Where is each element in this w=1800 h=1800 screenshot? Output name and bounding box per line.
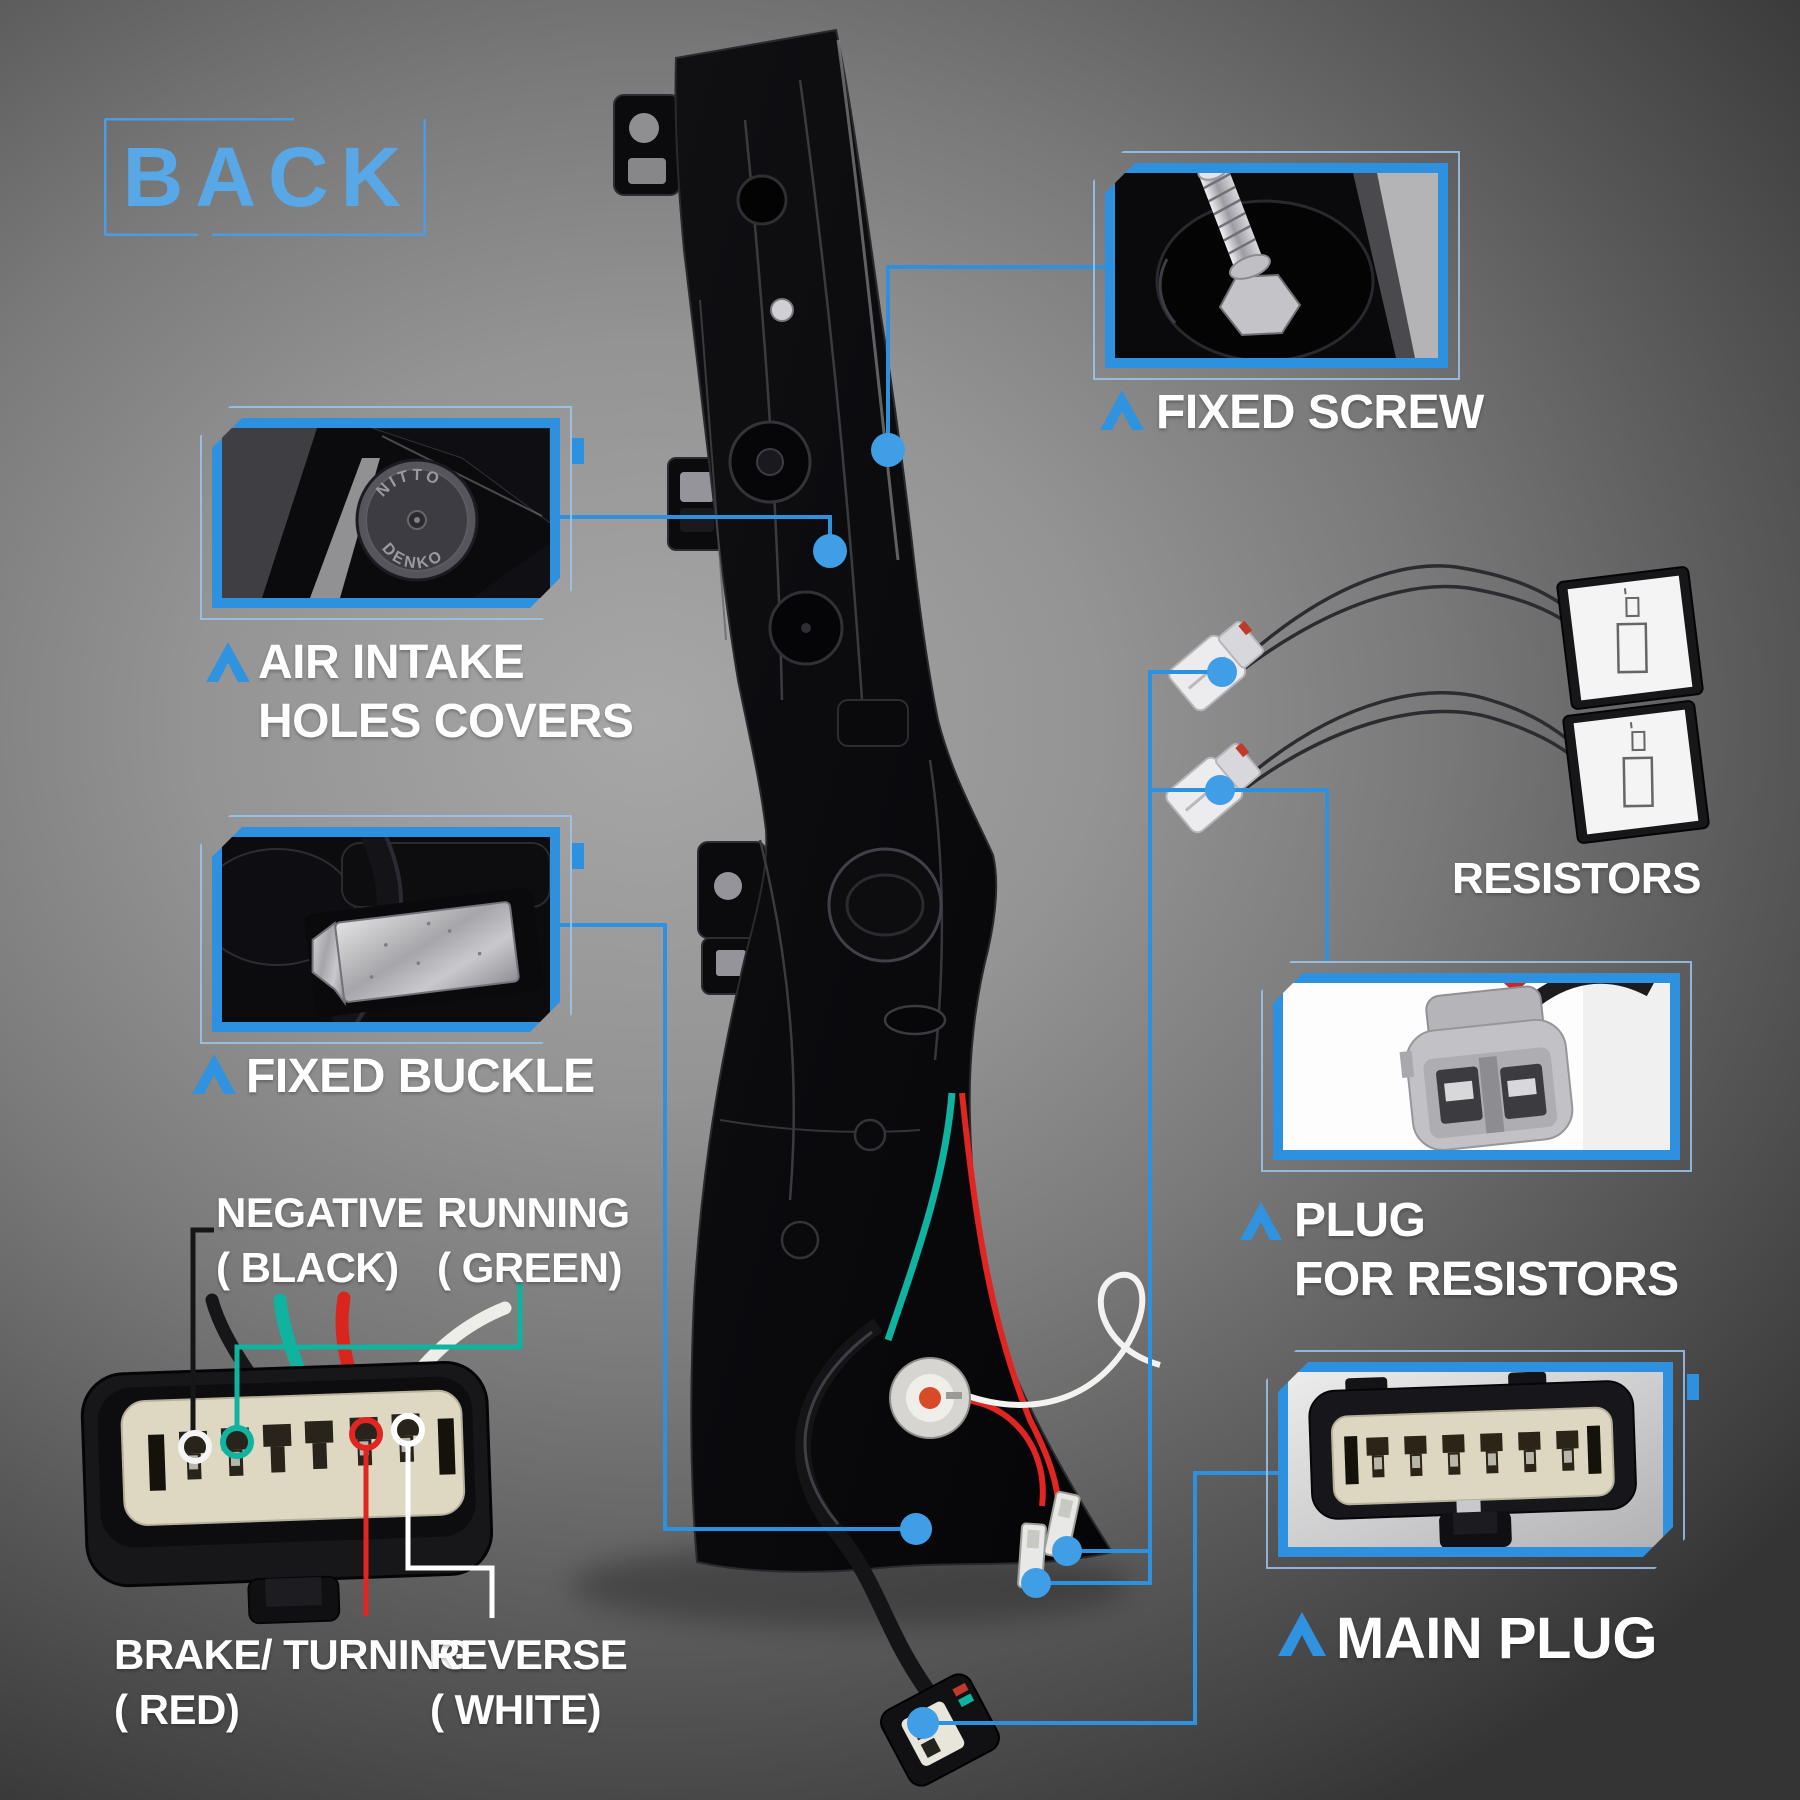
negative-wire-line2: ( BLACK) [216,1243,399,1291]
inset-fixed-buckle-tab [572,843,584,869]
reverse-wire-label: REVERSE ( WHITE) [430,1628,628,1737]
inset-fixed-screw [1093,151,1460,380]
inset-air-intake-outline [200,406,572,620]
title-border [104,118,426,236]
inset-fixed-buckle [212,827,584,1032]
inset-air-intake-photo: NITTO DENKO [212,418,560,608]
plug-for-resistors-chevron-up-icon [1240,1202,1282,1240]
plug-for-resistors-line1: PLUG [1294,1194,1426,1247]
inset-air-intake-tab [572,438,584,464]
inset-fixed-buckle-photo [212,827,560,1032]
inset-fixed-screw-photo [1105,163,1448,368]
running-wire-line2: ( GREEN) [437,1243,622,1291]
resistor-plugs-and-resistors [1165,564,1710,844]
inset-main-plug-outline [1266,1350,1685,1569]
plug-for-resistors-label: PLUG FOR RESISTORS [1294,1192,1679,1309]
inset-fixed-buckle-outline [200,815,572,1044]
inset-fixed-screw-outline [1093,151,1460,380]
running-wire-label: RUNNING ( GREEN) [437,1186,630,1295]
air-intake-chevron-up-icon [206,642,250,682]
housing-silhouette [674,28,1114,1573]
air-intake-label: AIR INTAKE HOLES COVERS [258,634,634,751]
title-box: BACK [104,118,426,236]
fixed-buckle-chevron-up-icon [192,1054,236,1094]
fixed-buckle-label: FIXED BUCKLE [246,1050,595,1103]
running-wire-line1: RUNNING [437,1189,630,1236]
page-title: BACK [122,129,414,224]
inset-main-plug-photo [1278,1362,1673,1557]
inset-main-plug [1278,1362,1699,1557]
inset-plug-for-resistors-photo [1273,973,1680,1160]
inset-plug-for-resistors-outline [1261,961,1692,1172]
brake-turning-wire-line2: ( RED) [114,1685,240,1733]
negative-wire-label: NEGATIVE ( BLACK) [216,1186,424,1295]
air-intake-label-line2: HOLES COVERS [258,694,634,748]
reverse-wire-line2: ( WHITE) [430,1685,601,1733]
air-intake-label-line1: AIR INTAKE [258,636,525,689]
inset-plug-for-resistors [1261,961,1692,1172]
negative-wire-line1: NEGATIVE [216,1189,424,1236]
bulb-socket [889,1357,971,1439]
brake-turning-wire-label: BRAKE/ TURNING ( RED) [114,1628,472,1737]
inset-main-plug-tab [1687,1374,1699,1400]
inset-air-intake: NITTO DENKO [212,418,584,608]
main-plug-label: MAIN PLUG [1336,1606,1657,1671]
brake-turning-wire-line1: BRAKE/ TURNING [114,1631,472,1678]
main-wiring-connector-photo [80,1291,512,1625]
main-plug-chevron-up-icon [1278,1612,1326,1656]
plug-for-resistors-line2: FOR RESISTORS [1294,1252,1679,1306]
fixed-screw-label: FIXED SCREW [1156,386,1484,439]
reverse-wire-line1: REVERSE [430,1631,628,1678]
fixed-screw-chevron-up-icon [1100,390,1144,430]
bottom-connector [880,1673,1000,1787]
resistors-label: RESISTORS [1452,854,1701,903]
